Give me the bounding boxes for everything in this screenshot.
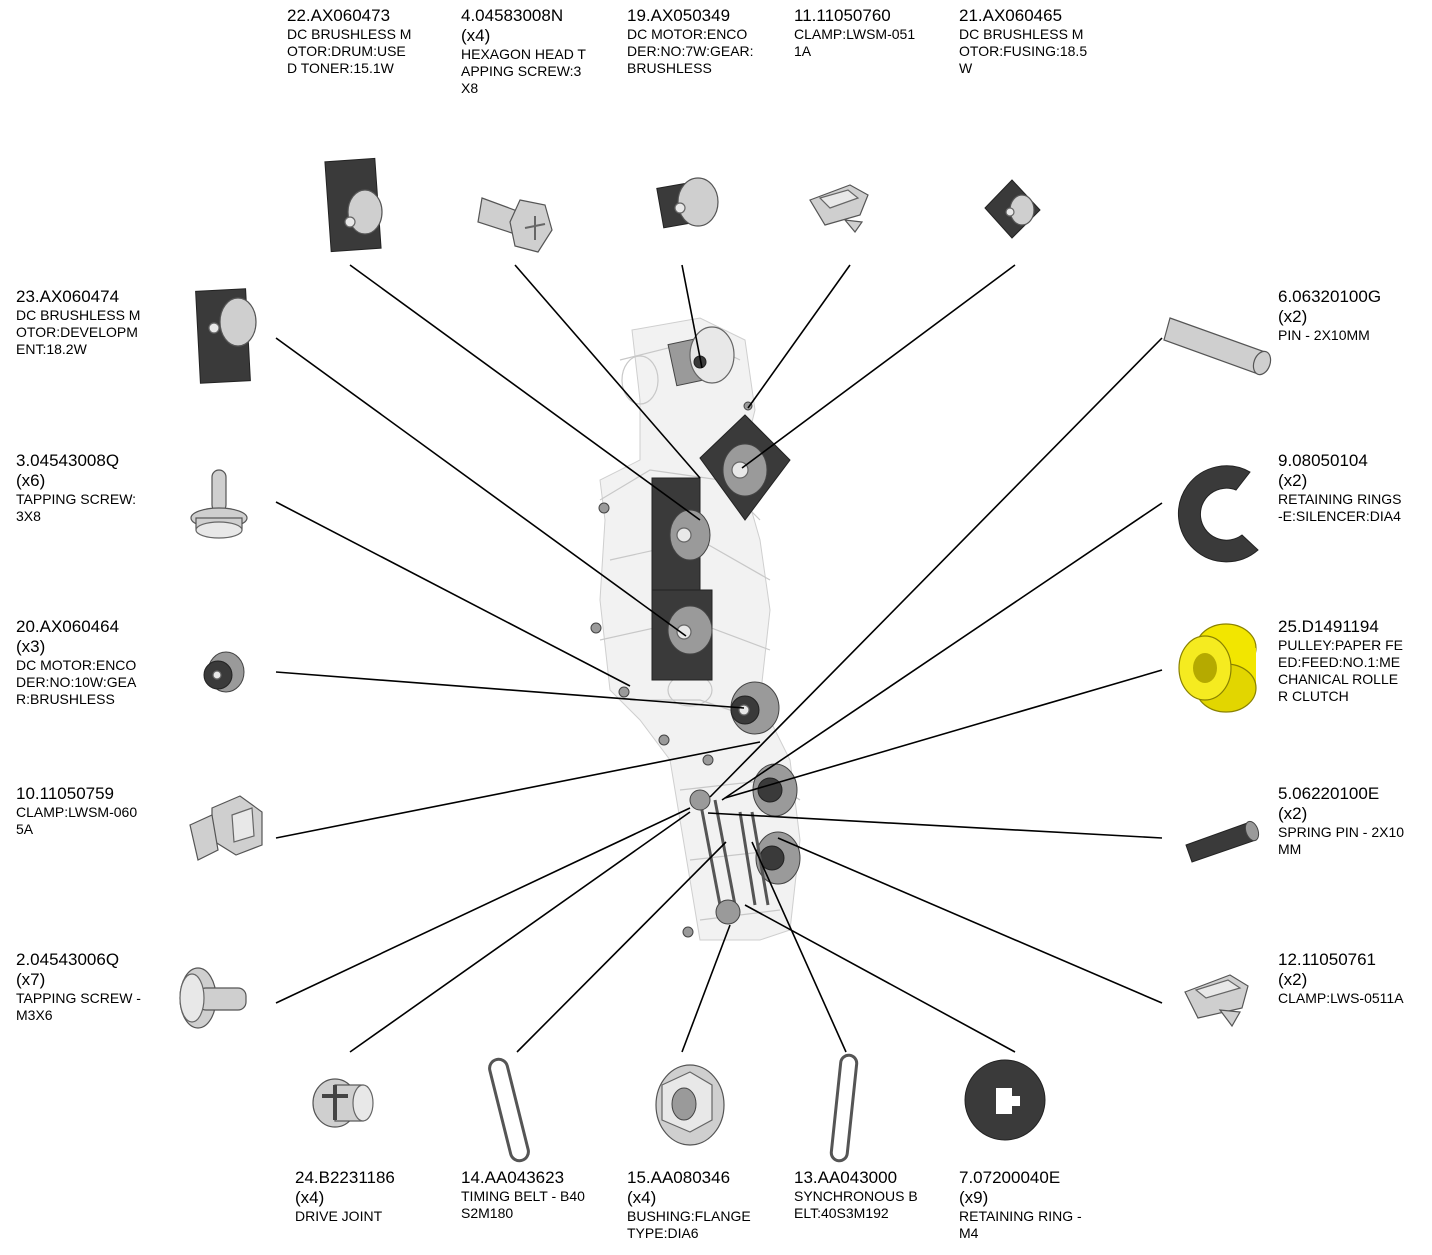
leader-lines — [275, 264, 1163, 1053]
label-part-21: 21.AX060465 DC BRUSHLESS M OTOR:FUSING:1… — [959, 6, 1124, 77]
part-4-hex-screw-icon — [477, 197, 553, 253]
label-part-25: 25.D1491194 PULLEY:PAPER FE ED:FEED:NO.1… — [1278, 617, 1428, 705]
part-description: CLAMP:LWSM-051 1A — [794, 26, 916, 59]
central-assembly — [590, 317, 801, 941]
part-2-tapping-screw-icon — [179, 967, 247, 1029]
label-part-15: 15.AA080346 (x4) BUSHING:FLANGE TYPE:DIA… — [627, 1168, 792, 1242]
part-description: TAPPING SCREW - M3X6 — [16, 990, 141, 1023]
part-description: DC BRUSHLESS M OTOR:FUSING:18.5 W — [959, 26, 1088, 76]
part-description: CLAMP:LWSM-060 5A — [16, 804, 138, 837]
part-quantity: (x4) — [461, 26, 491, 45]
label-part-19: 19.AX050349 DC MOTOR:ENCO DER:NO:7W:GEAR… — [627, 6, 792, 77]
part-quantity: (x4) — [627, 1188, 657, 1207]
part-7-retaining-ring-icon — [964, 1059, 1046, 1141]
part-number: 6.06320100G — [1278, 287, 1382, 306]
part-15-bushing-icon — [655, 1064, 725, 1146]
part-number: 11.11050760 — [794, 6, 891, 25]
part-12-clamp-icon — [1184, 974, 1249, 1028]
part-number: 13.AA043000 — [794, 1168, 898, 1187]
part-quantity: (x4) — [295, 1188, 325, 1207]
label-part-12: 12.11050761 (x2) CLAMP:LWS-0511A — [1278, 950, 1428, 1007]
part-description: SYNCHRONOUS B ELT:40S3M192 — [794, 1188, 918, 1221]
part-25-pulley-icon — [1178, 623, 1257, 713]
part-11-clamp-icon — [809, 184, 869, 233]
part-quantity: (x2) — [1278, 970, 1308, 989]
part-3-tapping-screw-icon — [190, 469, 248, 539]
part-description: HEXAGON HEAD T APPING SCREW:3 X8 — [461, 46, 586, 96]
part-9-retaining-ring-icon — [1177, 465, 1259, 563]
part-14-timing-belt-icon — [488, 1057, 530, 1163]
part-number: 4.04583008N — [461, 6, 564, 25]
part-5-spring-pin-icon — [1185, 820, 1260, 863]
label-part-20: 20.AX060464 (x3) DC MOTOR:ENCO DER:NO:10… — [16, 617, 181, 708]
part-number: 19.AX050349 — [627, 6, 731, 25]
part-19-motor-icon — [656, 177, 719, 229]
label-part-7: 7.07200040E (x9) RETAINING RING - M4 — [959, 1168, 1124, 1242]
part-quantity: (x2) — [1278, 471, 1308, 490]
part-description: CLAMP:LWS-0511A — [1278, 990, 1404, 1006]
part-quantity: (x6) — [16, 471, 46, 490]
part-description: SPRING PIN - 2X10 MM — [1278, 824, 1405, 857]
part-description: DC MOTOR:ENCO DER:NO:7W:GEAR: BRUSHLESS — [627, 26, 754, 76]
label-part-4: 4.04583008N (x4) HEXAGON HEAD T APPING S… — [461, 6, 626, 97]
part-quantity: (x9) — [959, 1188, 989, 1207]
part-number: 2.04543006Q — [16, 950, 120, 969]
part-13-synchronous-belt-icon — [829, 1053, 859, 1163]
label-part-5: 5.06220100E (x2) SPRING PIN - 2X10 MM — [1278, 784, 1428, 858]
part-quantity: (x2) — [1278, 307, 1308, 326]
part-description: RETAINING RING - M4 — [959, 1208, 1082, 1241]
part-20-motor-icon — [203, 651, 245, 693]
part-description: DC BRUSHLESS M OTOR:DEVELOPM ENT:18.2W — [16, 307, 141, 357]
part-description: TAPPING SCREW: 3X8 — [16, 491, 137, 524]
part-23-motor-development-icon — [195, 288, 257, 384]
part-description: DRIVE JOINT — [295, 1208, 383, 1224]
label-part-11: 11.11050760 CLAMP:LWSM-051 1A — [794, 6, 959, 60]
part-number: 10.11050759 — [16, 784, 115, 803]
part-21-motor-fusing-icon — [984, 179, 1041, 239]
part-number: 7.07200040E — [959, 1168, 1061, 1187]
part-quantity: (x2) — [1278, 804, 1308, 823]
part-description: RETAINING RINGS -E:SILENCER:DIA4 — [1278, 491, 1402, 524]
label-part-13: 13.AA043000 SYNCHRONOUS B ELT:40S3M192 — [794, 1168, 959, 1222]
part-description: PULLEY:PAPER FE ED:FEED:NO.1:ME CHANICAL… — [1278, 637, 1404, 704]
part-description: PIN - 2X10MM — [1278, 327, 1370, 343]
label-part-22: 22.AX060473 DC BRUSHLESS M OTOR:DRUM:USE… — [287, 6, 452, 77]
label-part-10: 10.11050759 CLAMP:LWSM-060 5A — [16, 784, 181, 838]
label-part-2: 2.04543006Q (x7) TAPPING SCREW - M3X6 — [16, 950, 181, 1024]
part-quantity: (x7) — [16, 970, 46, 989]
label-part-6: 6.06320100G (x2) PIN - 2X10MM — [1278, 287, 1428, 344]
part-number: 5.06220100E — [1278, 784, 1380, 803]
part-number: 9.08050104 — [1278, 451, 1368, 470]
part-10-clamp-icon — [189, 795, 263, 861]
part-number: 24.B2231186 — [295, 1168, 395, 1187]
part-24-drive-joint-icon — [312, 1078, 374, 1128]
part-number: 14.AA043623 — [461, 1168, 565, 1187]
part-number: 22.AX060473 — [287, 6, 391, 25]
part-6-pin-icon — [1163, 317, 1272, 376]
part-description: BUSHING:FLANGE TYPE:DIA6 — [627, 1208, 751, 1241]
part-number: 20.AX060464 — [16, 617, 120, 636]
part-number: 12.11050761 — [1278, 950, 1377, 969]
label-part-9: 9.08050104 (x2) RETAINING RINGS -E:SILEN… — [1278, 451, 1428, 525]
part-description: TIMING BELT - B40 S2M180 — [461, 1188, 585, 1221]
label-part-3: 3.04543008Q (x6) TAPPING SCREW: 3X8 — [16, 451, 181, 525]
part-number: 25.D1491194 — [1278, 617, 1379, 636]
part-quantity: (x3) — [16, 637, 46, 656]
part-number: 23.AX060474 — [16, 287, 120, 306]
part-description: DC MOTOR:ENCO DER:NO:10W:GEA R:BRUSHLESS — [16, 657, 137, 707]
part-description: DC BRUSHLESS M OTOR:DRUM:USE D TONER:15.… — [287, 26, 412, 76]
part-number: 21.AX060465 — [959, 6, 1063, 25]
label-part-24: 24.B2231186 (x4) DRIVE JOINT — [295, 1168, 460, 1225]
label-part-14: 14.AA043623 TIMING BELT - B40 S2M180 — [461, 1168, 626, 1222]
part-22-motor-drum-icon — [324, 157, 383, 253]
part-number: 15.AA080346 — [627, 1168, 731, 1187]
part-number: 3.04543008Q — [16, 451, 120, 470]
label-part-23: 23.AX060474 DC BRUSHLESS M OTOR:DEVELOPM… — [16, 287, 181, 358]
